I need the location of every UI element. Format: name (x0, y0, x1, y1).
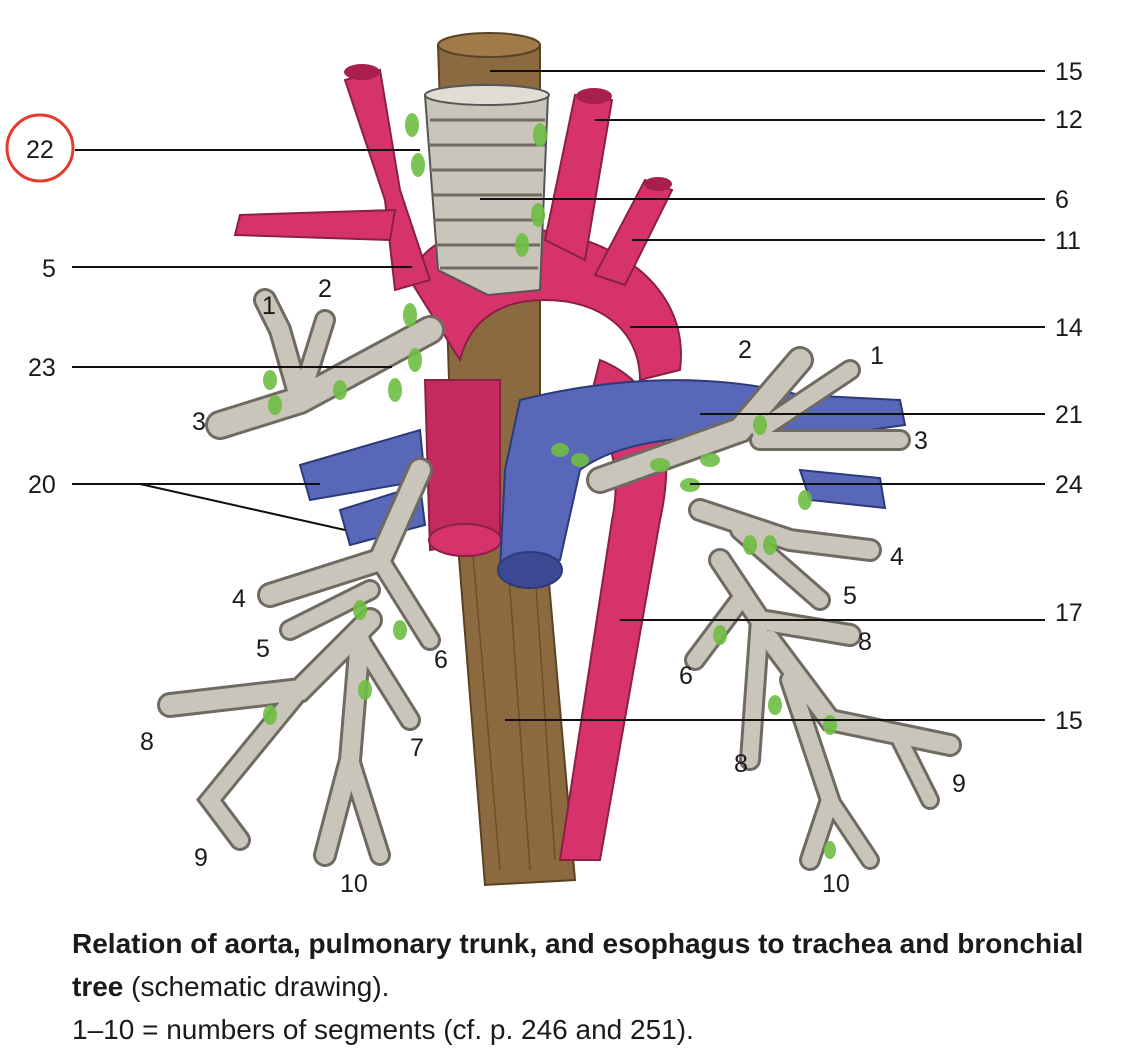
label-24: 24 (1055, 471, 1083, 499)
right-bronchial-tree-fill (160, 291, 442, 864)
segment-label: 8 (734, 750, 748, 778)
segment-label: 9 (194, 844, 208, 872)
segment-label: 6 (679, 662, 693, 690)
segment-label: 3 (914, 427, 928, 455)
segment-label: 9 (952, 770, 966, 798)
label-23: 23 (28, 354, 56, 382)
caption-segment-note: 1–10 = numbers of segments (cf. p. 246 a… (72, 1014, 694, 1045)
segment-label: 4 (890, 543, 904, 571)
label-20: 20 (28, 471, 56, 499)
segment-label: 10 (822, 870, 850, 898)
figure-caption: Relation of aorta, pulmonary trunk, and … (72, 922, 1112, 1051)
segment-label: 2 (318, 275, 332, 303)
label-17: 17 (1055, 599, 1083, 627)
anatomy-illustration: 15 12 6 11 14 21 24 17 15 22 5 23 20 1 2… (5, 32, 1083, 898)
label-11: 11 (1055, 227, 1081, 255)
segment-label: 5 (843, 582, 857, 610)
segment-label: 6 (434, 646, 448, 674)
highlight-circle (5, 113, 75, 183)
label-6-trachea: 6 (1055, 186, 1069, 214)
segment-labels-left-lung: 2 1 3 4 5 8 6 8 9 10 (679, 336, 966, 898)
segment-label: 7 (410, 734, 424, 762)
label-15-esophagus-bottom: 15 (1055, 707, 1083, 735)
label-5-left: 5 (42, 255, 56, 283)
segment-label: 5 (256, 635, 270, 663)
label-22: 22 (26, 136, 54, 164)
leader-lines (72, 70, 1045, 721)
segment-label: 8 (140, 728, 154, 756)
label-12: 12 (1055, 106, 1083, 134)
segment-label: 3 (192, 408, 206, 436)
label-14: 14 (1055, 314, 1083, 342)
trachea (423, 84, 550, 297)
segment-label: 8 (858, 628, 872, 656)
segment-label: 1 (870, 342, 884, 370)
segment-labels-right-lung: 1 2 3 4 5 6 7 8 9 10 (140, 275, 448, 898)
label-15-esophagus-top: 15 (1055, 58, 1083, 86)
leader-label-group: 15 12 6 11 14 21 24 17 15 22 5 23 20 (26, 58, 1083, 735)
caption-title-note: (schematic drawing). (123, 971, 390, 1002)
segment-label: 10 (340, 870, 368, 898)
lymph-nodes (263, 113, 837, 859)
label-21: 21 (1055, 401, 1083, 429)
segment-label: 1 (262, 292, 276, 320)
segment-label: 4 (232, 585, 246, 613)
segment-label: 2 (738, 336, 752, 364)
caption-title: Relation of aorta, pulmonary trunk, and … (72, 928, 1084, 1002)
caption-title-line: Relation of aorta, pulmonary trunk, and … (72, 922, 1112, 1008)
